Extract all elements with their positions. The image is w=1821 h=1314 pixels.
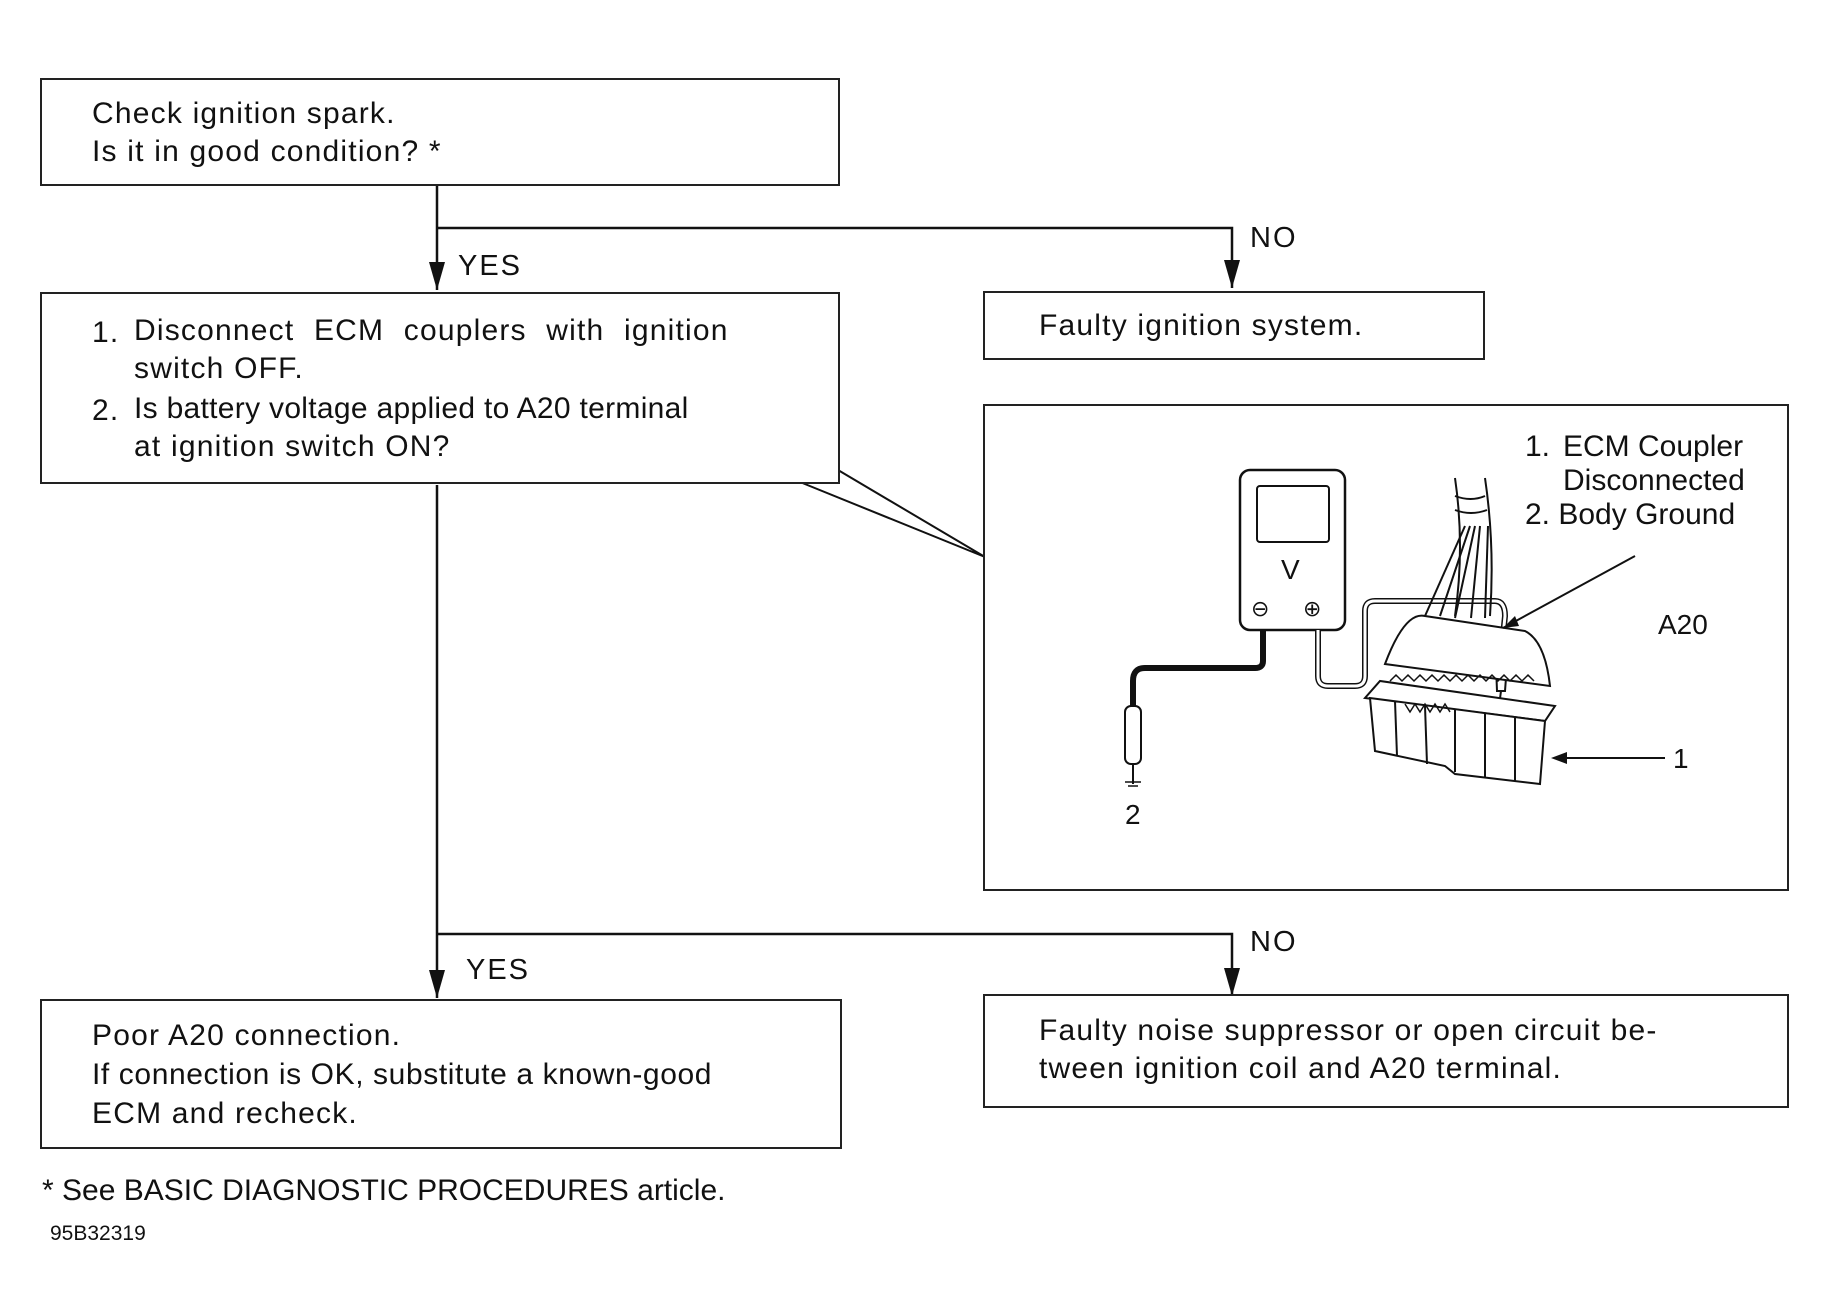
branch-no-2: NO bbox=[1250, 926, 1298, 958]
arrowhead-no2 bbox=[1224, 968, 1240, 996]
arrow-step1-no bbox=[437, 226, 1234, 288]
terminal-label-a20: A20 bbox=[1658, 609, 1708, 640]
arrow-step2-no bbox=[437, 932, 1234, 996]
figure-id: 95B32319 bbox=[50, 1222, 146, 1245]
result-no-box: Faulty noise suppressor or open circuit … bbox=[983, 994, 1789, 1108]
callout-1: 1 bbox=[1673, 743, 1689, 774]
step2-item2-num: 2. bbox=[92, 394, 120, 427]
step2-item1-a: Disconnect ECM couplers with ignition bbox=[134, 314, 729, 347]
arrowhead-yes1 bbox=[429, 262, 445, 290]
step2-item2-b: at ignition switch ON? bbox=[134, 430, 451, 463]
ground-probe bbox=[1124, 705, 1142, 765]
ground-lead bbox=[1130, 630, 1266, 706]
legend-1-b: Disconnected bbox=[1563, 464, 1745, 497]
a20-pointer bbox=[1502, 555, 1636, 629]
branch-yes-2: YES bbox=[466, 954, 531, 986]
result-yes-box: Poor A20 connection. If connection is OK… bbox=[40, 999, 842, 1149]
voltmeter-illustration bbox=[1124, 468, 1665, 787]
step2-item2-a: Is battery voltage applied to A20 termin… bbox=[134, 392, 689, 425]
illustration-box: V ⊖ ⊕ 1. ECM Coupler Disconnected 2. Bod… bbox=[983, 404, 1789, 891]
voltmeter-symbol: V bbox=[1281, 554, 1300, 585]
legend-2: 2. Body Ground bbox=[1525, 498, 1736, 531]
result-yes-line2: If connection is OK, substitute a known-… bbox=[92, 1058, 713, 1091]
result-no-line2: tween ignition coil and A20 terminal. bbox=[1039, 1052, 1563, 1085]
arrowhead-no1 bbox=[1224, 260, 1240, 288]
footnote: * See BASIC DIAGNOSTIC PROCEDURES articl… bbox=[42, 1174, 726, 1207]
step1-line2: Is it in good condition? * bbox=[92, 135, 442, 168]
ecm-coupler bbox=[1363, 614, 1557, 786]
result-no-line1: Faulty noise suppressor or open circuit … bbox=[1039, 1014, 1658, 1047]
step2-box: 1. Disconnect ECM couplers with ignition… bbox=[40, 292, 840, 484]
step1-line1: Check ignition spark. bbox=[92, 97, 396, 130]
branch-no-1: NO bbox=[1250, 222, 1298, 254]
wire-harness bbox=[1424, 477, 1493, 619]
step2-item1-b: switch OFF. bbox=[134, 352, 304, 385]
fault-ignition-box: Faulty ignition system. bbox=[983, 291, 1485, 360]
result-yes-line3: ECM and recheck. bbox=[92, 1097, 358, 1130]
coupler-terminals bbox=[1389, 673, 1535, 714]
meter-minus-icon: ⊖ bbox=[1251, 596, 1270, 621]
callout-2: 2 bbox=[1125, 799, 1141, 830]
arrowhead-yes2 bbox=[429, 970, 445, 998]
legend-1-num: 1. bbox=[1525, 430, 1551, 463]
branch-yes-1: YES bbox=[458, 250, 523, 282]
step2-item1-num: 1. bbox=[92, 316, 120, 349]
step1-box: Check ignition spark. Is it in good cond… bbox=[40, 78, 840, 186]
legend-1-a: ECM Coupler bbox=[1563, 430, 1744, 463]
fault-ignition-text: Faulty ignition system. bbox=[1039, 309, 1364, 342]
meter-plus-icon: ⊕ bbox=[1303, 596, 1322, 621]
result-yes-line1: Poor A20 connection. bbox=[92, 1019, 402, 1052]
voltmeter-display bbox=[1256, 485, 1330, 543]
